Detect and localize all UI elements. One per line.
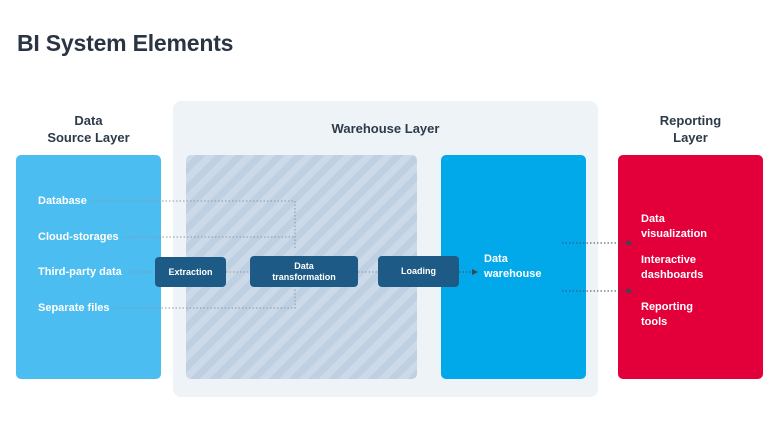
etl-step-transformation-line2: transformation [272, 271, 336, 282]
source-item-separate-files: Separate files [38, 302, 110, 314]
source-item-third-party-data: Third-party data [38, 266, 122, 278]
reporting-item-tools: Reporting tools [641, 300, 751, 330]
reporting-item-tools-line2: tools [641, 316, 668, 328]
etl-step-extraction: Extraction [155, 257, 226, 287]
etl-step-extraction-label: Extraction [168, 266, 213, 277]
etl-step-transformation-line1: Data [294, 260, 314, 271]
source-layer-heading-line1: Data [74, 113, 103, 128]
source-layer-heading-line2: Source Layer [47, 130, 130, 145]
reporting-item-dashboards-line2: dashboards [641, 269, 704, 281]
data-warehouse-label: Data warehouse [484, 252, 574, 282]
source-layer-heading: Data Source Layer [16, 112, 161, 146]
reporting-layer-heading: Reporting Layer [618, 112, 763, 146]
reporting-item-visualization-line1: Data [641, 213, 665, 225]
reporting-item-dashboards: Interactive dashboards [641, 253, 751, 283]
source-item-database: Database [38, 195, 87, 207]
reporting-item-tools-line1: Reporting [641, 301, 693, 313]
etl-step-loading-label: Loading [401, 266, 436, 276]
source-item-cloud-storages: Cloud-storages [38, 231, 119, 243]
data-source-box [16, 155, 161, 379]
warehouse-layer-heading: Warehouse Layer [331, 121, 440, 136]
data-warehouse-box [441, 155, 586, 379]
reporting-item-visualization-line2: visualization [641, 228, 708, 240]
data-warehouse-label-line2: warehouse [484, 268, 542, 280]
reporting-layer-heading-line2: Layer [673, 130, 708, 145]
reporting-box [618, 155, 763, 379]
page-title: BI System Elements [17, 30, 234, 56]
reporting-layer-heading-line1: Reporting [659, 113, 722, 128]
data-warehouse-label-line1: Data [484, 253, 508, 265]
reporting-item-visualization: Data visualization [641, 212, 751, 242]
etl-step-loading: Loading [378, 256, 459, 287]
reporting-item-dashboards-line1: Interactive [641, 254, 697, 266]
etl-step-transformation: Data transformation [250, 256, 358, 287]
